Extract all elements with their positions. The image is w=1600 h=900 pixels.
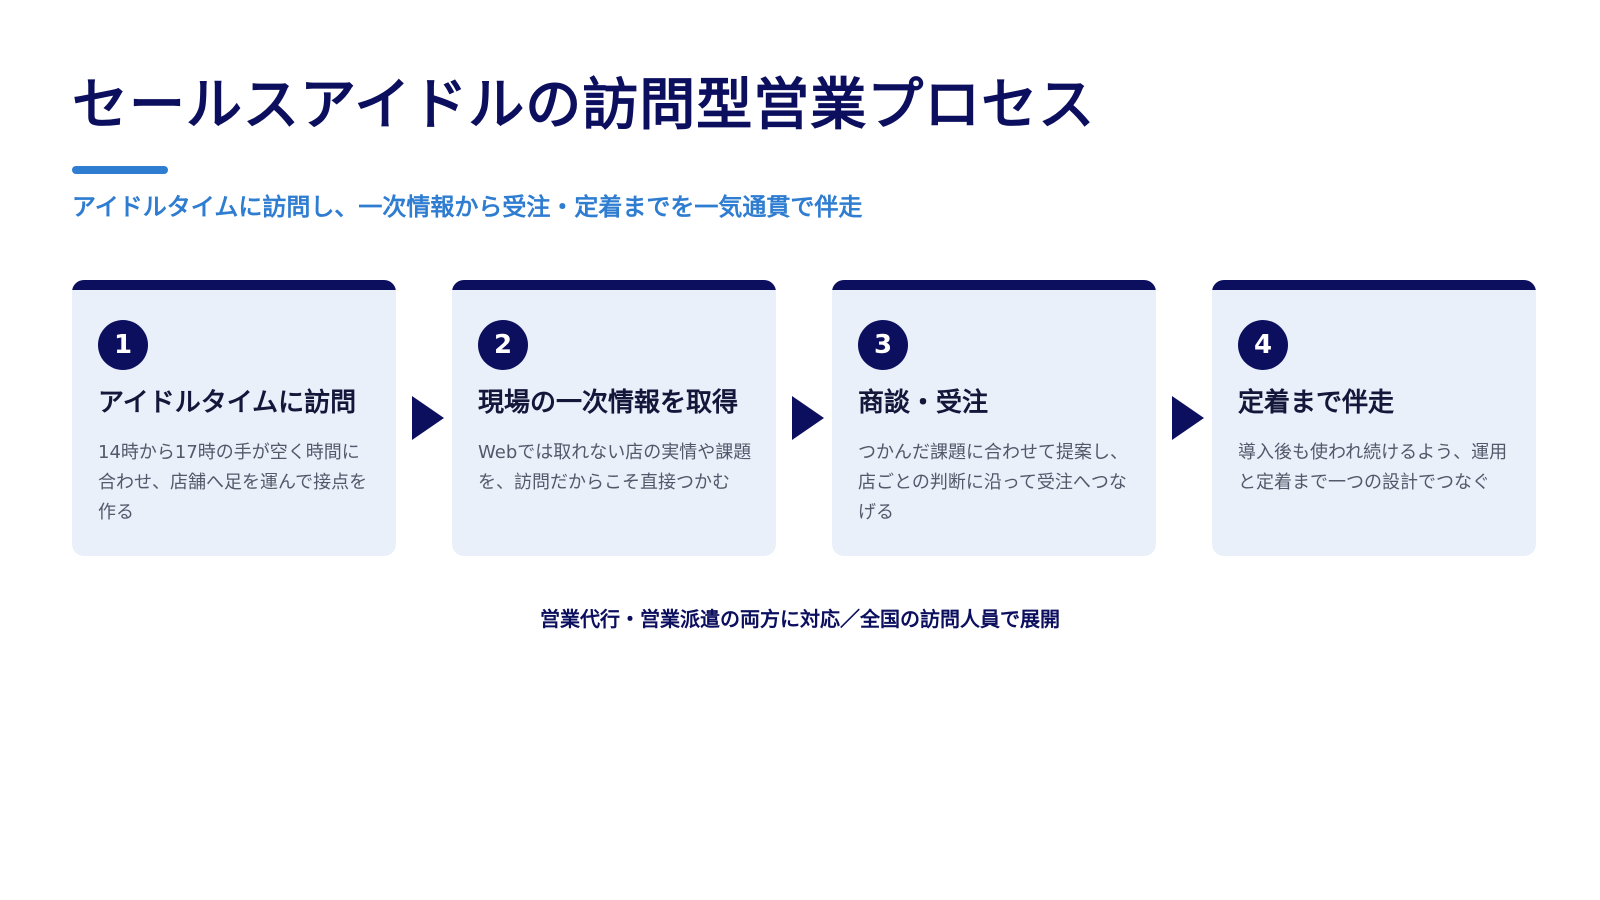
step-card-3: 3 商談・受注 つかんだ課題に合わせて提案し、店ごとの判断に沿って受注へつなげる (832, 280, 1156, 556)
step-card-1: 1 アイドルタイムに訪問 14時から17時の手が空く時間に合わせ、店舗へ足を運ん… (72, 280, 396, 556)
step-title: 商談・受注 (858, 388, 989, 418)
process-steps: 1 アイドルタイムに訪問 14時から17時の手が空く時間に合わせ、店舗へ足を運ん… (72, 280, 1536, 556)
step-description: 導入後も使われ続けるよう、運用と定着まで一つの設計でつなぐ (1238, 442, 1508, 493)
step-description: Webでは取れない店の実情や課題を、訪問だからこそ直接つかむ (478, 442, 752, 493)
card-top-bar (832, 280, 1156, 290)
step-description: 14時から17時の手が空く時間に合わせ、店舗へ足を運んで接点を作る (98, 442, 368, 523)
triangle-right-icon (412, 396, 444, 440)
card-top-bar (452, 280, 776, 290)
step-card-4: 4 定着まで伴走 導入後も使われ続けるよう、運用と定着まで一つの設計でつなぐ (1212, 280, 1536, 556)
step-title: 現場の一次情報を取得 (478, 388, 739, 418)
card-top-bar (72, 280, 396, 290)
step-title: 定着まで伴走 (1238, 388, 1395, 418)
card-top-bar (1212, 280, 1536, 290)
step-title: アイドルタイムに訪問 (98, 388, 357, 418)
step-card-2: 2 現場の一次情報を取得 Webでは取れない店の実情や課題を、訪問だからこそ直接… (452, 280, 776, 556)
step-description: つかんだ課題に合わせて提案し、店ごとの判断に沿って受注へつなげる (858, 442, 1128, 523)
footer-note: 営業代行・営業派遣の両方に対応／全国の訪問人員で展開 (540, 607, 1060, 631)
title-accent-bar (72, 166, 168, 174)
step-number-badge: 4 (1238, 320, 1288, 370)
page-subtitle: アイドルタイムに訪問し、一次情報から受注・定着までを一気通貫で伴走 (72, 193, 863, 221)
step-number-badge: 1 (98, 320, 148, 370)
page-title: セールスアイドルの訪問型営業プロセス (72, 73, 1096, 138)
step-number-badge: 3 (858, 320, 908, 370)
step-number-badge: 2 (478, 320, 528, 370)
triangle-right-icon (792, 396, 824, 440)
triangle-right-icon (1172, 396, 1204, 440)
